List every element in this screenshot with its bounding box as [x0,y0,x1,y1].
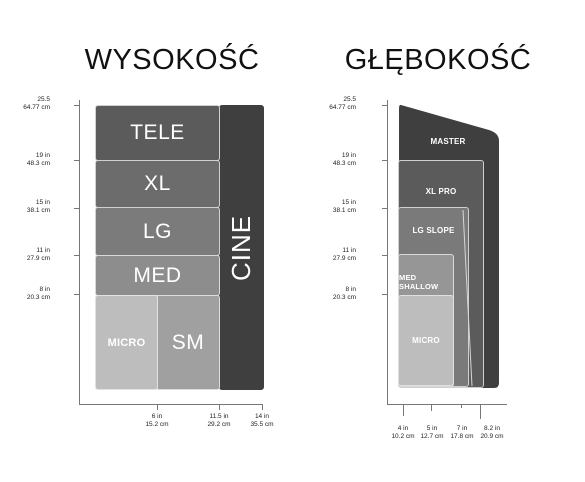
depth-x-axis [387,404,507,405]
box-sm: SM [156,295,220,390]
y-tick [74,105,80,106]
depth-title: GŁĘBOKOŚĆ [344,44,532,76]
box-xl: XL [95,160,220,208]
x-tick [461,404,462,408]
depth-y-axis [387,100,388,404]
lg-slope-line [462,209,473,387]
x-tick [403,404,404,416]
box-lg: LG [95,207,220,256]
y-tick [74,255,80,256]
x-tick [431,404,432,411]
y-tick [74,294,80,295]
y-tick [382,294,388,295]
box-med: MED [95,255,220,296]
box-cine: CINE [219,105,264,390]
x-tick [262,404,263,410]
x-tick [157,404,158,410]
box-micro: MICRO [95,295,158,390]
y-tick [74,160,80,161]
height-x-axis [79,404,263,405]
height-y-axis [79,100,80,404]
x-tick [480,404,481,419]
y-tick [74,208,80,209]
box-tele: TELE [95,105,220,161]
x-tick [219,404,220,410]
height-title: WYSOKOŚĆ [84,44,260,76]
y-tick [382,255,388,256]
y-tick [382,160,388,161]
y-tick [382,208,388,209]
box-micro-depth: MICRO [398,295,454,386]
y-tick [382,105,388,106]
box-master: MASTER [430,136,466,146]
